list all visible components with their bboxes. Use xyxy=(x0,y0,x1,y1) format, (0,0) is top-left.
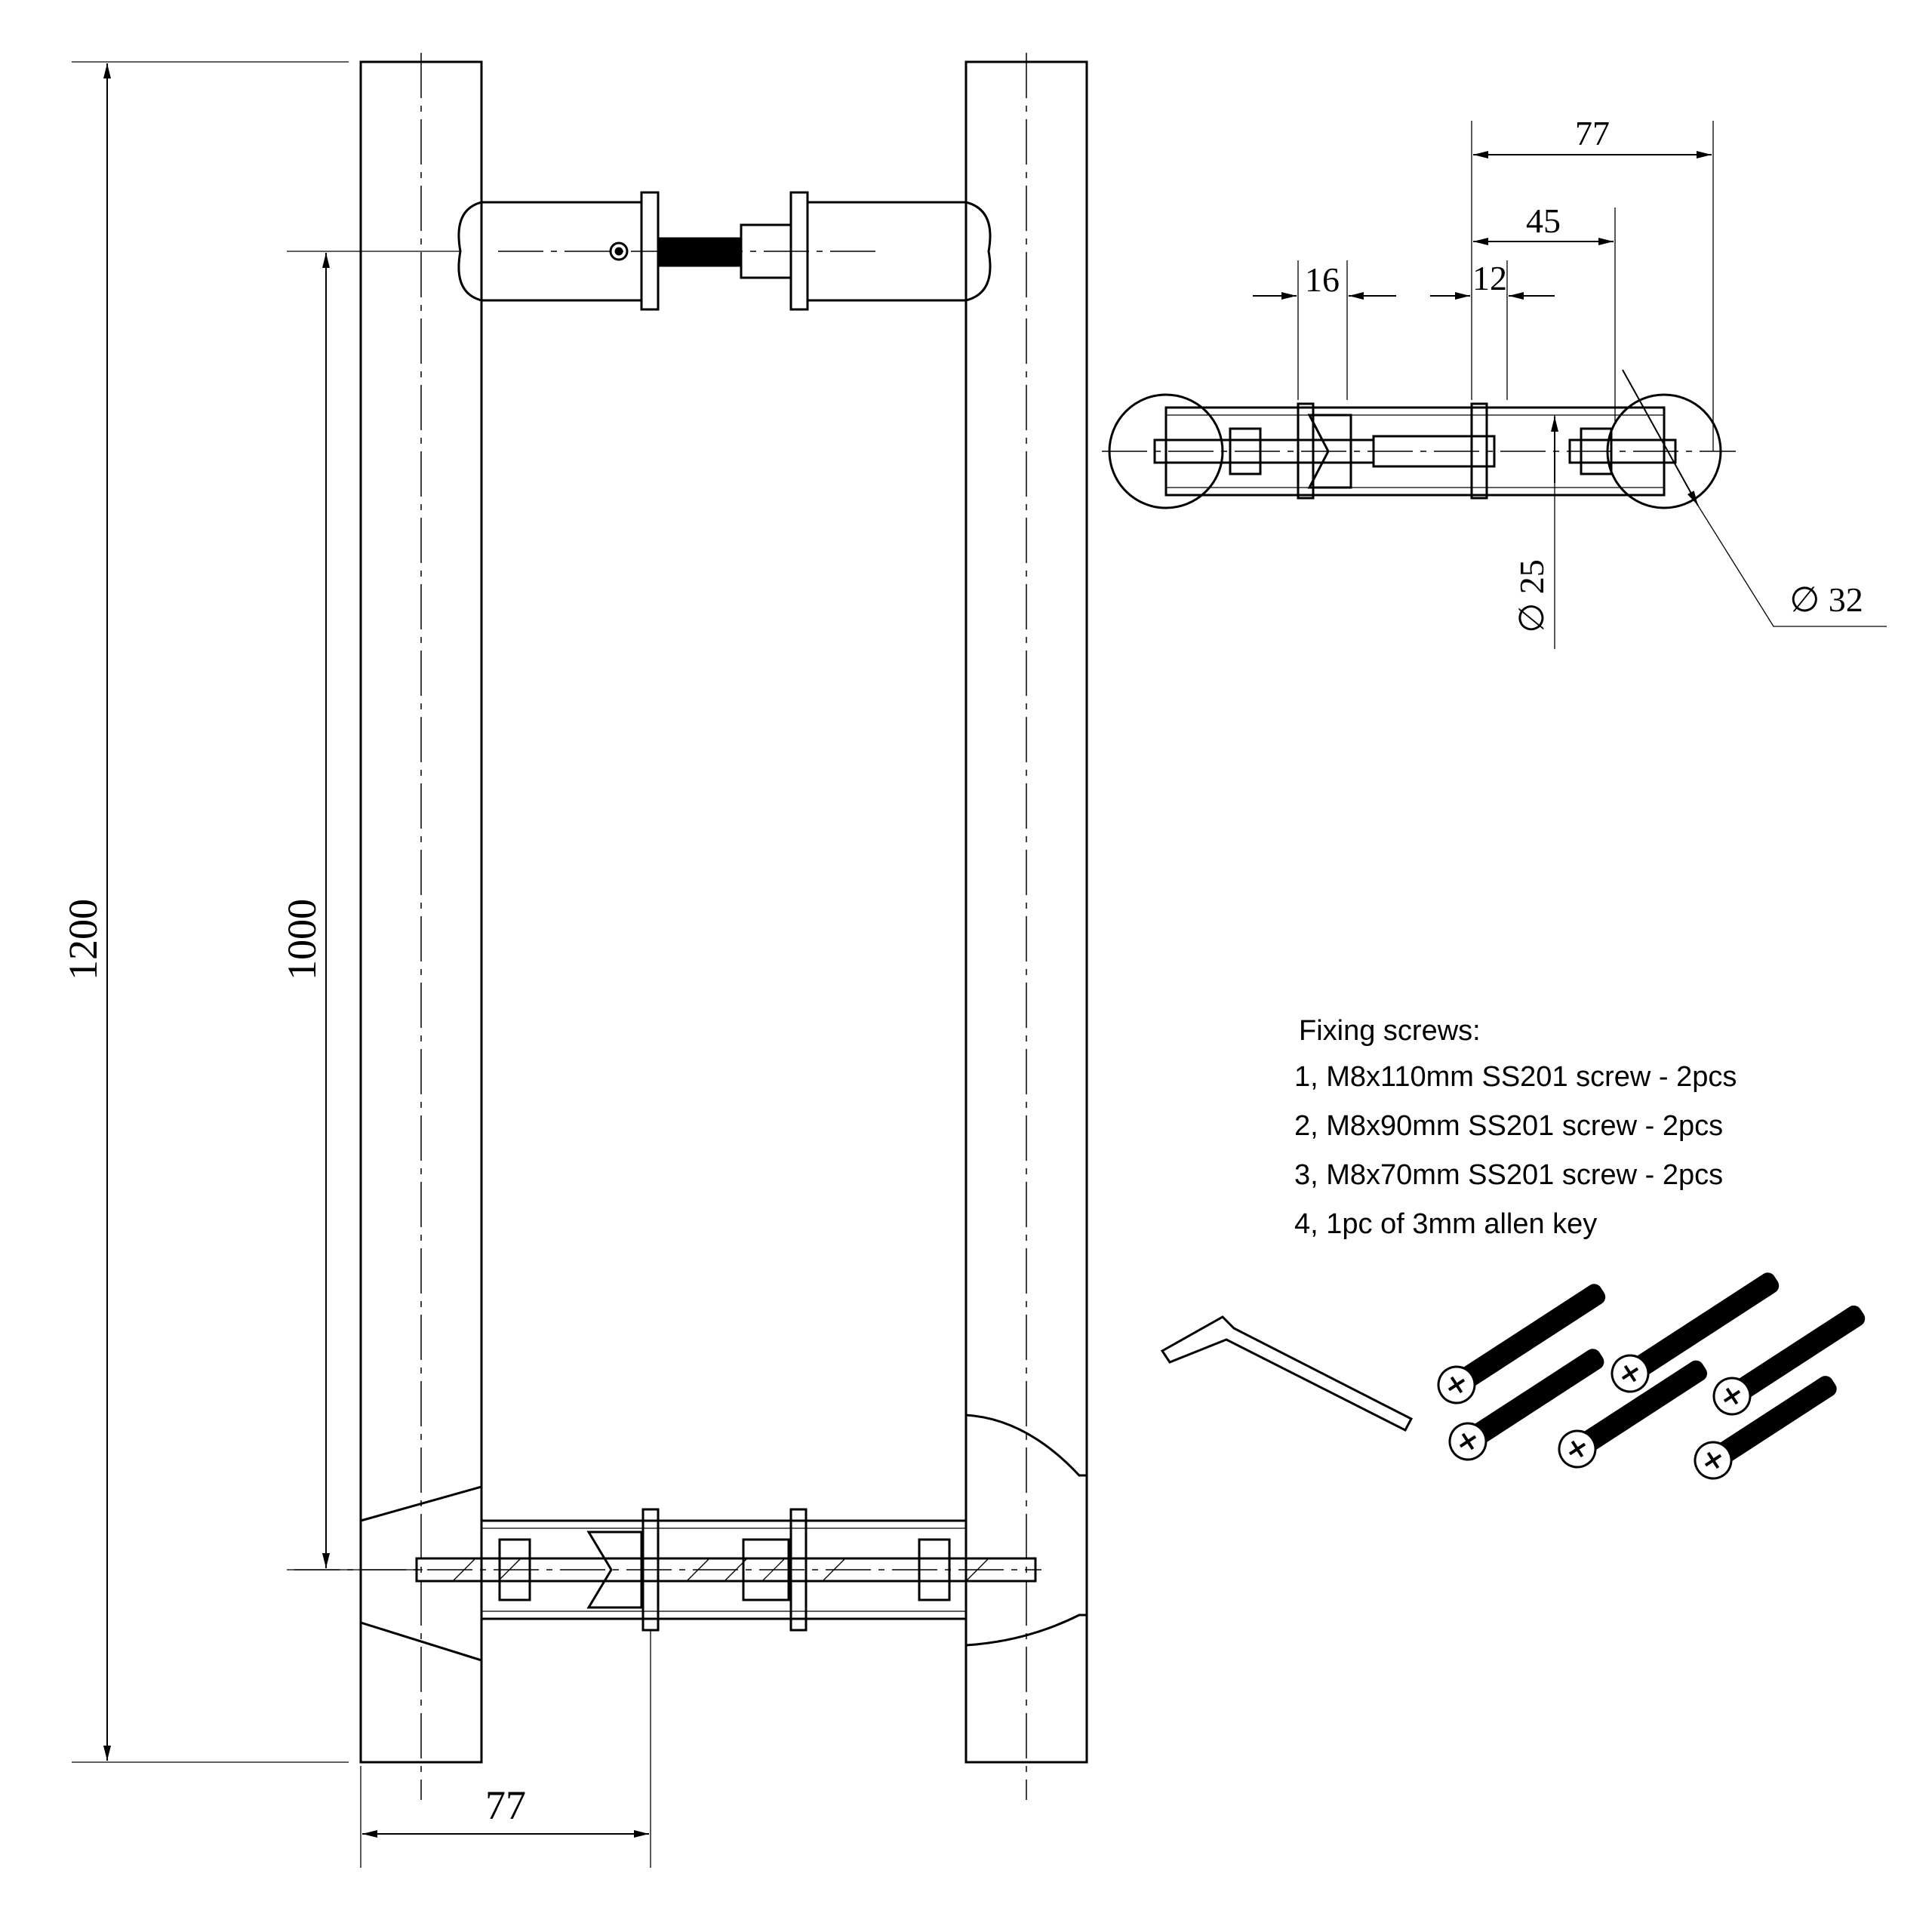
dim-dia-25-label: ∅ 25 xyxy=(1512,559,1551,633)
screw-icon xyxy=(1558,1360,1708,1469)
dim-dia-32-label: ∅ 32 xyxy=(1789,580,1863,619)
dim-1200-label: 1200 xyxy=(60,899,106,980)
left-tube xyxy=(359,53,483,1800)
dim-45-label: 45 xyxy=(1526,202,1561,240)
dim-77-front-label: 77 xyxy=(485,1783,526,1828)
notes-item: 4, 1pc of 3mm allen key xyxy=(1294,1208,1598,1240)
fixing-notes: Fixing screws: 1, M8x110mm SS201 screw -… xyxy=(1294,1015,1913,1257)
dim-16-label: 16 xyxy=(1305,260,1340,299)
screws xyxy=(1437,1272,1866,1480)
notes-item: 1, M8x110mm SS201 screw - 2pcs xyxy=(1294,1061,1737,1093)
screw-icon xyxy=(1437,1284,1606,1404)
dim-1200: 1200 xyxy=(60,61,349,1763)
dim-1000-label: 1000 xyxy=(279,899,325,980)
allen-key-icon xyxy=(1160,1315,1414,1432)
screw-icon xyxy=(1611,1272,1780,1393)
screw-icon xyxy=(1694,1376,1837,1480)
dim-77-plan-label: 77 xyxy=(1575,114,1610,152)
top-standoff xyxy=(457,191,992,311)
dim-12-label: 12 xyxy=(1472,259,1507,297)
bottom-standoff-section xyxy=(294,1414,1088,1663)
dim-77-front: 77 xyxy=(360,1630,651,1868)
screw-icon xyxy=(1712,1305,1866,1416)
right-tube xyxy=(964,53,1088,1800)
screw-icon xyxy=(1448,1349,1604,1461)
plan-view: 77 45 16 12 ∅ 25 ∅ 32 xyxy=(1102,114,1887,649)
notes-item: 3, M8x70mm SS201 screw - 2pcs xyxy=(1294,1159,1724,1191)
notes-item: 2, M8x90mm SS201 screw - 2pcs xyxy=(1294,1110,1724,1142)
notes-title: Fixing screws: xyxy=(1299,1015,1481,1047)
dim-1000: 1000 xyxy=(279,251,460,1571)
